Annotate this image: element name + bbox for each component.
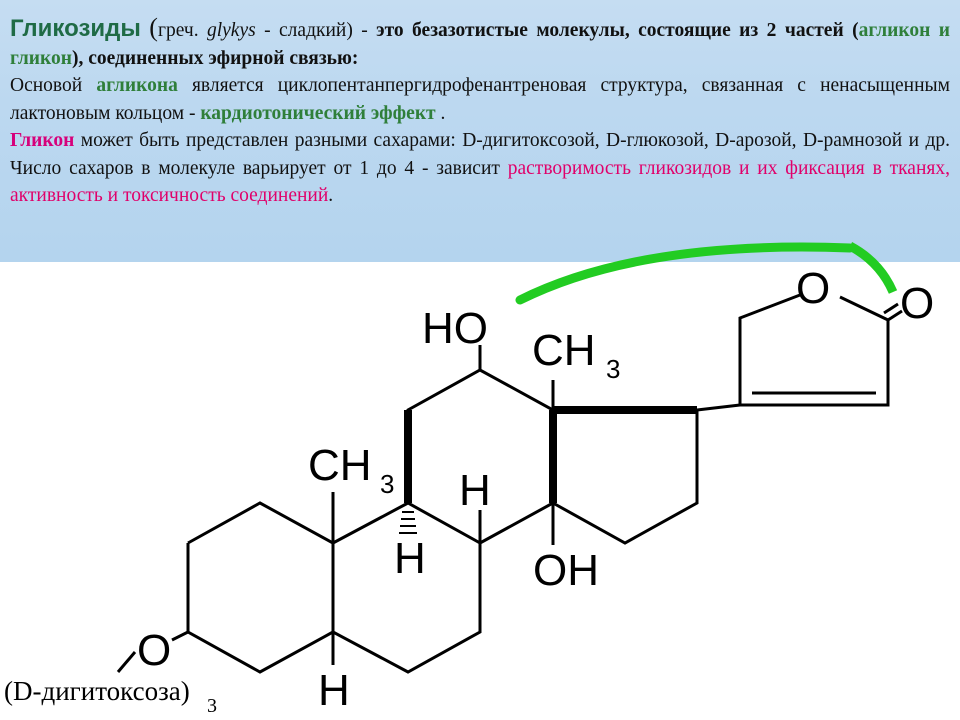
green-arc-end	[847, 242, 898, 294]
label-3-left: 3	[380, 469, 394, 499]
greek-suffix: - сладкий) -	[255, 20, 377, 41]
label-CH-top: CH	[532, 326, 596, 375]
text-background-band	[0, 0, 960, 262]
green-arc-decoration	[515, 242, 855, 305]
description-text: Гликозиды (греч. glykys - сладкий) - это…	[10, 14, 950, 210]
aglycone-body: является циклопентанпергидрофенантренова…	[10, 75, 950, 124]
parts-term: агликон и гликон	[10, 20, 950, 69]
glycone-highlight: растворимость гликозидов и их фиксация в…	[10, 157, 950, 207]
label-HO: HO	[422, 304, 488, 353]
cardiotonic-effect-term: кардиотонический эффект	[200, 102, 436, 124]
aglycone-paragraph: Основой агликона является циклопентанпер…	[10, 72, 950, 127]
label-O-c3: O	[137, 626, 171, 675]
skeleton-bonds	[116, 293, 903, 674]
greek-prefix: греч.	[157, 20, 207, 41]
hashed-bond	[399, 511, 417, 534]
aglycone-lead: Основой	[10, 75, 97, 96]
bold-bonds	[404, 406, 697, 503]
page-title: Гликозиды	[10, 15, 141, 42]
label-H-c8: H	[459, 466, 491, 515]
glycone-term: Гликон	[10, 130, 75, 151]
definition-text: это безазотистые молекулы, состоящие из …	[376, 20, 859, 41]
label-CH-left: CH	[308, 441, 372, 490]
glycone-end: .	[328, 185, 334, 206]
open-paren: (	[149, 13, 158, 42]
label-O-ring: O	[796, 264, 830, 313]
label-3-top: 3	[606, 354, 620, 384]
label-H-c9: H	[394, 534, 426, 583]
greek-word: glykys	[206, 20, 256, 41]
label-sugar-sub: 3	[207, 695, 217, 717]
label-sugar: (D-дигитоксоза)	[4, 676, 190, 706]
aglycone-term: агликона	[96, 75, 178, 96]
label-OH: OH	[533, 546, 599, 595]
intro-paragraph: Гликозиды (греч. glykys - сладкий) - это…	[10, 14, 950, 72]
glycone-paragraph: Гликон может быть представлен разными са…	[10, 127, 950, 210]
definition-end: ), соединенных эфирной связью:	[72, 47, 359, 69]
aglycone-end: .	[435, 102, 446, 124]
label-H-c5: H	[318, 666, 350, 715]
glycone-body: может быть представлен разными сахарами:…	[10, 130, 950, 179]
label-O-carbonyl: O	[900, 279, 934, 328]
